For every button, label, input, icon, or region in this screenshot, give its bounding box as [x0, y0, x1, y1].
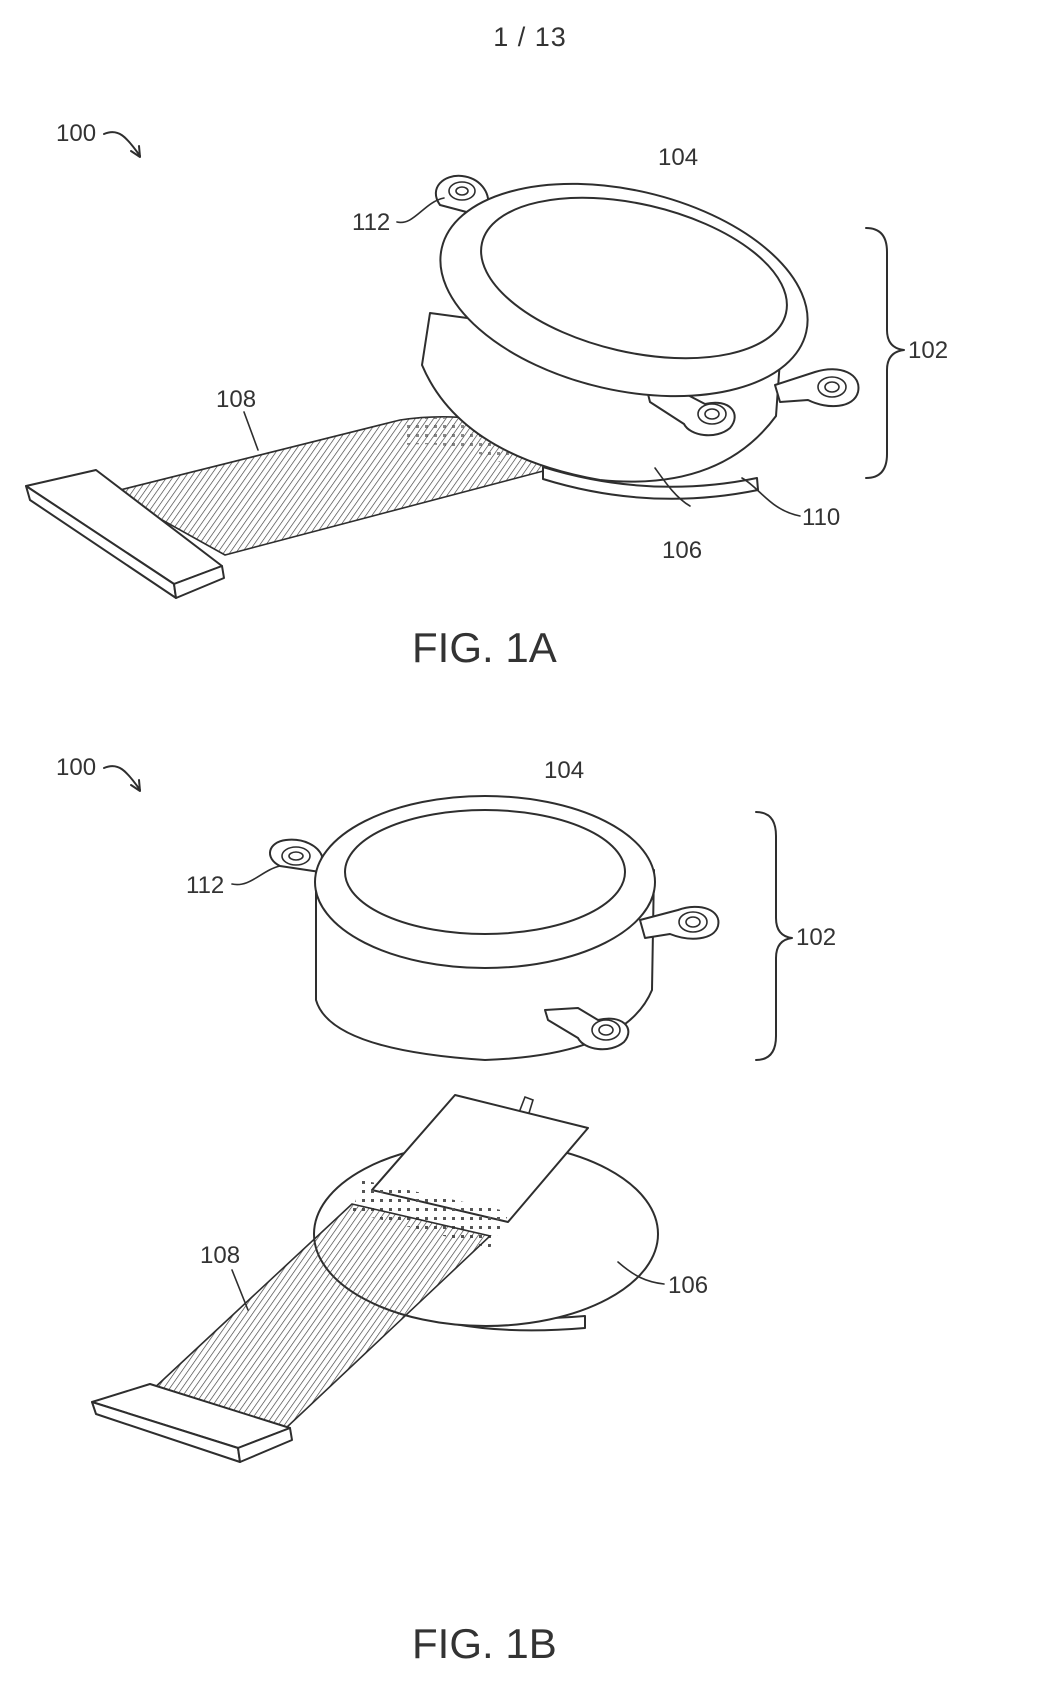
- leader-106: [617, 1261, 665, 1285]
- arrow-head: [130, 779, 141, 792]
- ref-label-112: 112: [186, 872, 224, 899]
- ref-label-106: 106: [662, 537, 702, 564]
- mounting-tabs: [269, 838, 720, 1051]
- figure-1b: 100: [56, 754, 836, 1667]
- ref-label-102: 102: [908, 337, 948, 364]
- ref-label-100: 100: [56, 754, 96, 781]
- brace-102: [865, 227, 905, 479]
- leader-112: [231, 865, 281, 886]
- arrow-head: [130, 145, 141, 158]
- figure-1a: 100: [25, 120, 948, 671]
- ref-label-106: 106: [668, 1272, 708, 1299]
- ref-label-102: 102: [796, 924, 836, 951]
- ref-label-100: 100: [56, 120, 96, 147]
- figure-caption-1b: FIG. 1B: [412, 1620, 557, 1667]
- leader-106: [654, 467, 691, 507]
- leader-112: [396, 197, 445, 224]
- ref-label-112: 112: [352, 209, 390, 236]
- mounting-tabs: [434, 174, 860, 437]
- connector-plug: [25, 469, 225, 599]
- ref-label-108: 108: [200, 1242, 240, 1269]
- brace-102: [755, 811, 793, 1061]
- leader-108: [231, 1269, 249, 1311]
- leader-110: [741, 477, 801, 517]
- ref-arrow-100: [103, 131, 141, 157]
- ref-label-104: 104: [658, 144, 698, 171]
- ref-label-108: 108: [216, 386, 256, 413]
- ref-label-104: 104: [544, 757, 584, 784]
- ref-label-110: 110: [802, 504, 840, 531]
- top-cap: [314, 795, 656, 969]
- connector-plug: [91, 1383, 293, 1463]
- figure-caption-1a: FIG. 1A: [412, 624, 557, 671]
- page-number: 1 / 13: [493, 22, 567, 52]
- top-cap: [439, 182, 809, 398]
- leader-108: [243, 411, 259, 451]
- ref-arrow-100: [103, 765, 141, 791]
